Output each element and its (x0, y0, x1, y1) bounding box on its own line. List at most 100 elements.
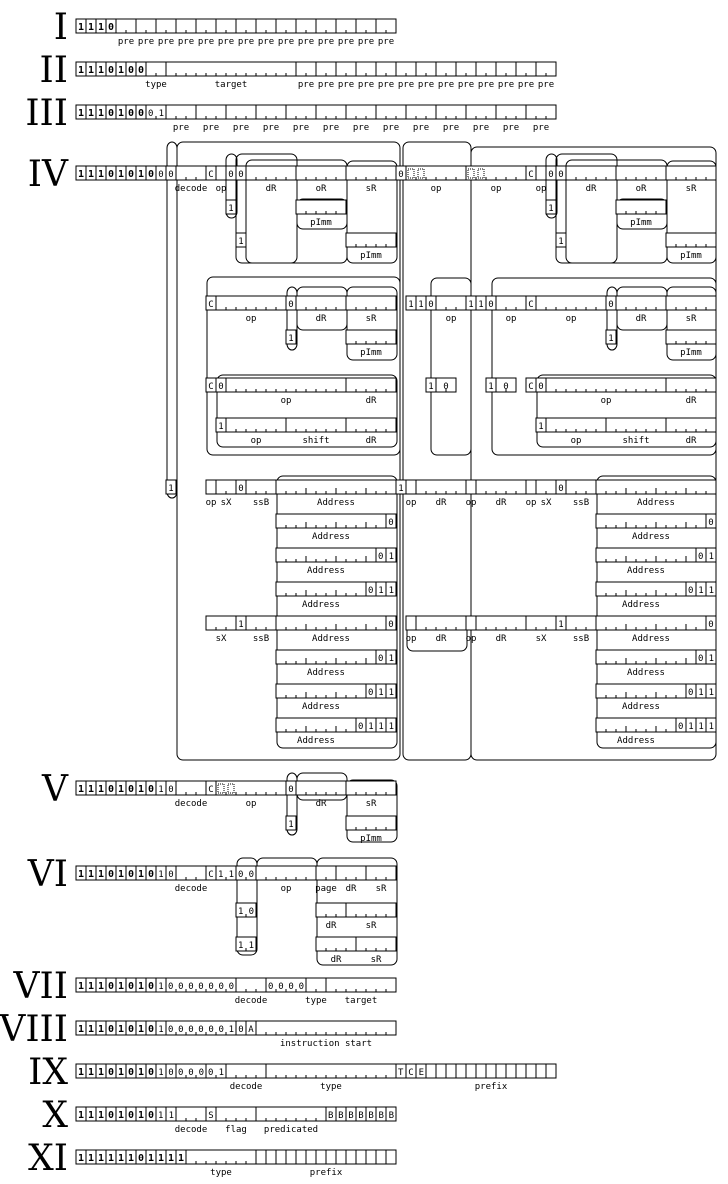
field-label: dR (331, 955, 342, 965)
bit-values: 0 (288, 300, 293, 310)
field-label: sR (371, 955, 382, 965)
field-box (565, 479, 597, 495)
bit-field: pImm (345, 232, 397, 261)
bit-values: C (208, 382, 213, 392)
field-label: ssB (253, 498, 269, 508)
bit-field: sR (345, 902, 397, 931)
bit-values: C (208, 300, 213, 310)
field-box (535, 165, 547, 181)
bit-values: 0 (708, 620, 713, 630)
bit-values: 1 (468, 300, 473, 310)
field-label: pre (438, 80, 454, 90)
bit-field: pre (255, 18, 277, 47)
bit-field: predicated (255, 1106, 327, 1135)
bit-field: dR (415, 615, 467, 644)
bit-field: TCE (395, 1063, 427, 1079)
field-label: dR (496, 498, 507, 508)
bit-field: 0 (495, 377, 517, 393)
bit-field: pre (165, 104, 197, 133)
bit-values: 011 (368, 586, 394, 596)
bit-field: 0 (435, 377, 457, 393)
bit-values: 0 (388, 620, 393, 630)
field-box (275, 683, 367, 699)
field-box (165, 104, 197, 120)
bit-field: Address (595, 547, 697, 576)
bit-field: 1 (155, 780, 167, 796)
field-label: op (536, 184, 547, 194)
bit-field: 1 (165, 479, 177, 495)
bit-field: C (205, 865, 217, 881)
field-box (315, 104, 347, 120)
field-box (175, 165, 207, 181)
bit-field: 0 (555, 479, 567, 495)
field-label: pre (203, 123, 219, 133)
bit-field: type (265, 1063, 397, 1092)
bit-field: 11101010 (75, 1020, 157, 1036)
bit-field: pre (405, 104, 437, 133)
bit-field: 1 (285, 815, 297, 831)
bit-field: Address (595, 479, 717, 508)
bit-field: ssB (565, 615, 597, 644)
field-box (465, 615, 477, 631)
bit-field: 011 (365, 683, 397, 699)
field-box (295, 199, 347, 215)
grouping-outline (470, 146, 717, 761)
field-label: pre (298, 37, 314, 47)
bit-field: 0 (285, 295, 297, 311)
bit-field: op (495, 295, 527, 324)
field-label: pImm (680, 348, 702, 358)
bit-cell (385, 683, 397, 699)
field-box (525, 615, 557, 631)
field-label: op (506, 314, 517, 324)
bit-field: 0000000 (165, 977, 237, 993)
format-numeral: X (42, 1095, 68, 1136)
bit-cell (385, 649, 397, 665)
field-box (615, 165, 667, 181)
bit-field: pre (435, 61, 457, 90)
bit-field: prefix (425, 1063, 557, 1092)
field-label: op (446, 314, 457, 324)
bit-field: pre (315, 104, 347, 133)
field-box (205, 479, 217, 495)
field-label: pImm (360, 834, 382, 844)
field-box (275, 513, 387, 529)
field-box (345, 232, 397, 248)
bit-field: op (215, 165, 227, 194)
bit-field: 0 (705, 615, 717, 631)
field-label: op (526, 498, 537, 508)
bit-values: 1 (538, 422, 543, 432)
bit-field: 0000001 (165, 1020, 237, 1036)
field-label: type (320, 1082, 342, 1092)
field-label: pre (323, 123, 339, 133)
bit-field: dR (475, 479, 527, 508)
field-label: prefix (475, 1082, 508, 1092)
bit-field: pre (315, 61, 337, 90)
field-label: Address (627, 566, 665, 576)
bit-field: sR (665, 165, 717, 194)
field-box (665, 165, 717, 181)
bit-field: sX (205, 615, 237, 644)
field-box (345, 417, 397, 433)
field-label: dR (636, 314, 647, 324)
field-box (565, 165, 617, 181)
bit-field: op (225, 377, 347, 406)
bit-values: 1 (158, 785, 163, 795)
bit-values: 0 (558, 170, 563, 180)
field-label: pre (413, 123, 429, 133)
bit-field: Address (595, 615, 707, 644)
bit-cell (165, 479, 177, 495)
bit-field: 1 (535, 417, 547, 433)
bit-field: 1 (415, 295, 427, 311)
bit-cell (605, 329, 617, 345)
bit-values: 1 (158, 870, 163, 880)
bit-field: sR (345, 295, 397, 324)
bit-field: BBBBBBB (325, 1106, 397, 1122)
field-label: pre (293, 123, 309, 133)
bit-field: 1110100 (75, 104, 147, 120)
